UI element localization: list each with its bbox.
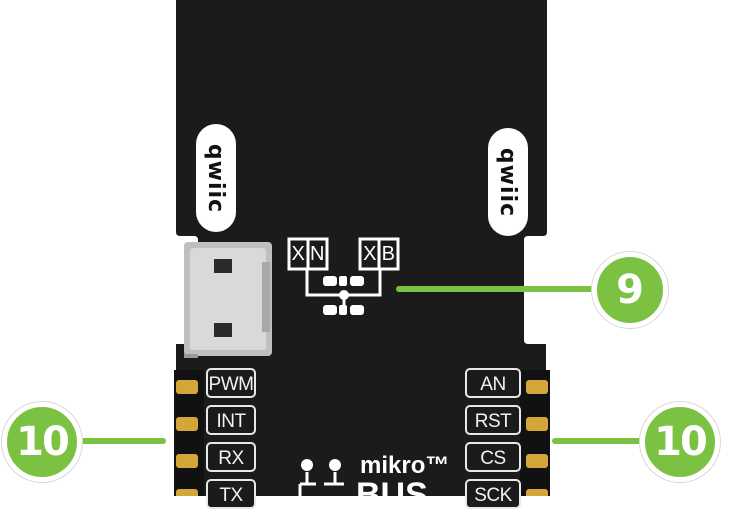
callout-10-right: 10 [640,402,720,482]
pin-label-an: AN [465,368,521,398]
pcb-body [174,0,550,496]
mikrobus-logo-graphic [298,459,344,496]
left-header-pins [174,370,204,496]
jumper-label-n: X|N [291,243,325,265]
qwiic-logo-right: qwiic [488,128,528,236]
pin-label-rst: RST [465,405,521,435]
jumper-pads [323,276,364,315]
usb-connector [184,242,272,358]
bus-text: BUS [356,476,428,514]
pin-label-tx: TX [206,479,256,509]
pin-label-rx: RX [206,442,256,472]
pin-label-cs: CS [465,442,521,472]
pin-label-int: INT [206,405,256,435]
callout-10-left: 10 [2,402,82,482]
board-illustration: qwiic qwiic X|N X|B mikro™ BUS PWM INT R… [2,0,720,509]
callout-9: 9 [592,252,668,328]
leader-10-right [552,438,662,444]
qwiic-logo-left: qwiic [196,124,236,232]
mikro-text: mikro™ [360,452,450,479]
jumper-label-b: X|B [363,243,395,265]
right-header-pins [520,370,550,496]
leader-9 [396,286,606,292]
pin-label-sck: SCK [465,479,521,509]
leader-10-left [60,438,166,444]
pin-label-pwm: PWM [206,368,256,398]
jumper-network [287,237,400,305]
